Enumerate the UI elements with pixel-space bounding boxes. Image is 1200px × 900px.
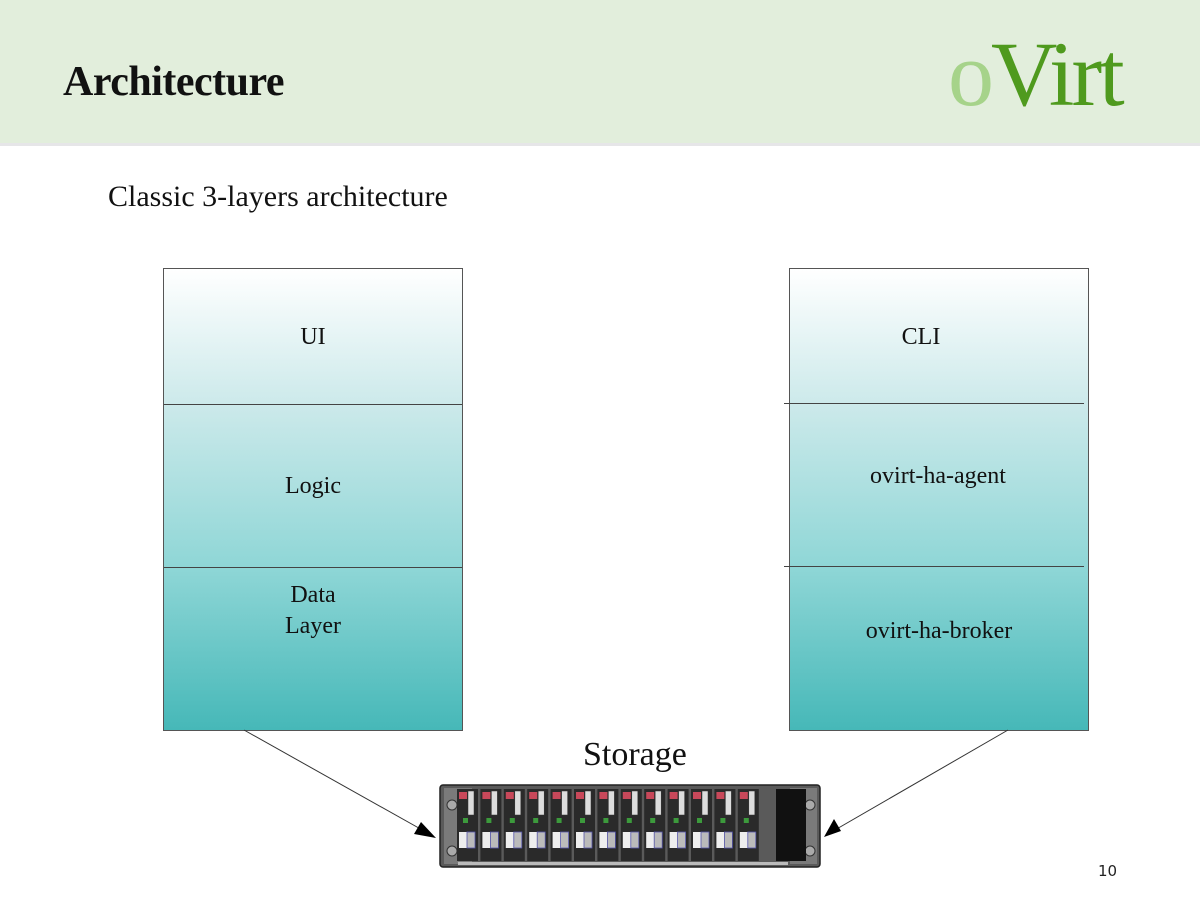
drive-bay xyxy=(714,789,736,861)
drive-bay xyxy=(574,789,595,861)
drive-bay xyxy=(644,789,666,861)
layer-divider xyxy=(164,567,462,568)
arrowhead-right-icon xyxy=(824,819,841,837)
layer-label: ovirt-ha-agent xyxy=(870,463,1006,489)
arrowhead-left-icon xyxy=(414,822,436,838)
layer-cli: CLI xyxy=(790,269,1088,405)
storage-array-icon xyxy=(439,784,821,868)
page-number: 10 xyxy=(1098,862,1118,880)
drive-bay xyxy=(620,789,642,861)
drive-bay xyxy=(457,789,478,861)
storage-label: Storage xyxy=(583,736,687,773)
slide-title: Architecture xyxy=(63,59,285,105)
arrow-right-to-storage xyxy=(827,729,1009,835)
ovirt-logo: oVirt xyxy=(948,28,1125,120)
layer-label: ovirt-ha-broker xyxy=(865,617,1013,644)
classic-architecture-stack: UI Logic Data Layer xyxy=(163,268,463,731)
layer-ha-broker: ovirt-ha-broker xyxy=(790,568,1088,694)
ovirt-ha-stack: CLI ovirt-ha-agent ovirt-ha-broker xyxy=(789,268,1089,731)
layer-divider xyxy=(164,404,462,405)
drive-bay xyxy=(480,789,502,861)
drive-bay xyxy=(503,789,525,861)
layer-label: Layer xyxy=(285,613,341,639)
drive-bay xyxy=(527,789,549,861)
logo-prefix: o xyxy=(948,23,994,125)
slide-subtitle: Classic 3-layers architecture xyxy=(108,180,448,213)
arrow-left-to-storage xyxy=(243,729,434,837)
layer-divider xyxy=(784,566,1084,567)
layer-divider xyxy=(784,403,1084,404)
layer-label: UI xyxy=(300,323,326,350)
drive-bay xyxy=(597,789,619,861)
layer-label: CLI xyxy=(901,323,941,350)
drive-bay xyxy=(737,789,759,861)
drive-bay xyxy=(667,789,689,861)
logo-suffix: Virt xyxy=(991,23,1125,125)
drive-bay xyxy=(691,789,712,861)
layer-ui: UI xyxy=(164,269,462,405)
layer-label: Logic xyxy=(285,473,341,499)
layer-ha-agent: ovirt-ha-agent xyxy=(790,405,1088,548)
layer-label: Data xyxy=(290,582,336,608)
drive-bay xyxy=(550,789,572,861)
slide-header: Architecture oVirt xyxy=(0,0,1200,146)
layer-logic: Logic xyxy=(164,405,462,568)
